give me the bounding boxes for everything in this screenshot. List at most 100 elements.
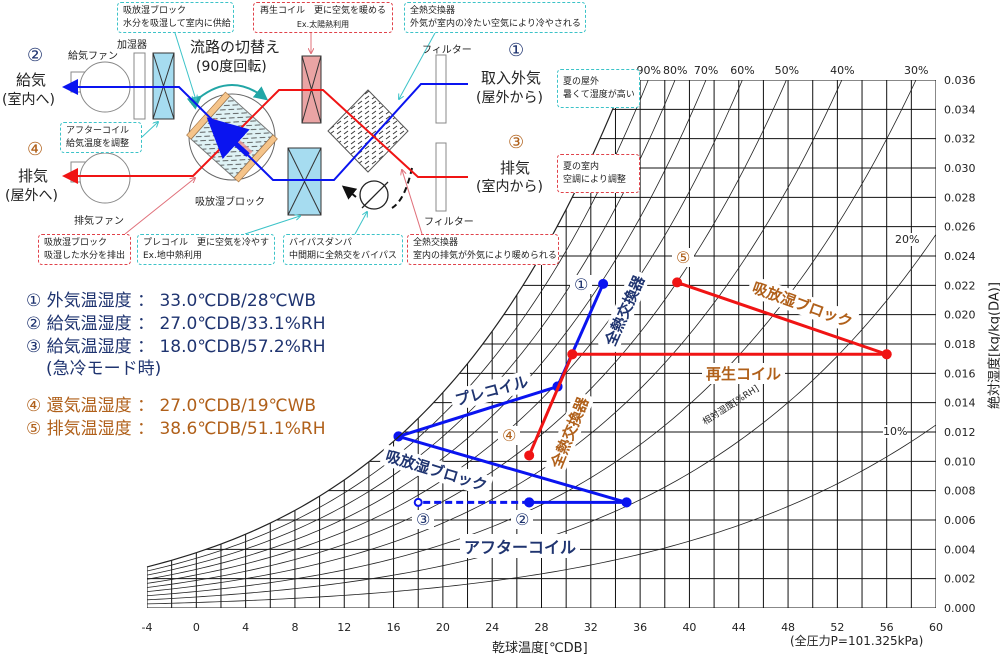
y-tick-label: 0.012 bbox=[944, 426, 976, 439]
switch-title: 流路の切替え bbox=[190, 38, 281, 56]
intake-num: ① bbox=[508, 40, 525, 61]
exhaust-fan-icon bbox=[70, 152, 131, 204]
wheel-flow-arrow-icon bbox=[206, 117, 250, 159]
callout-desiccant-supply: 吸放湿ブロック水分を吸湿して室内に供給 bbox=[117, 2, 234, 33]
x-tick-label: 52 bbox=[830, 621, 844, 634]
exhaust-process-line bbox=[676, 280, 888, 356]
exhaust-state-point bbox=[567, 349, 578, 360]
filter-bottom-label: フィルター bbox=[424, 217, 474, 228]
supply-sub: (室内へ) bbox=[2, 92, 55, 108]
point-label-3: ③ bbox=[412, 510, 435, 529]
supply-state-point bbox=[621, 497, 632, 508]
x-tick-label: 28 bbox=[535, 621, 549, 634]
x-tick-label: 20 bbox=[436, 621, 450, 634]
y-tick-label: 0.022 bbox=[944, 279, 976, 292]
rh-label-10: 10% bbox=[883, 425, 908, 438]
x-tick-label: 12 bbox=[337, 621, 351, 634]
callout-summer-indoor: 夏の室内空調により調整 bbox=[557, 154, 640, 193]
filter-top-label: フィルター bbox=[422, 45, 472, 56]
intake-label: 取入外気 bbox=[481, 69, 542, 87]
y-axis-title: 絶対湿度[kg/kg(DA)] bbox=[987, 282, 1000, 409]
exhaust-num: ④ bbox=[27, 139, 44, 160]
y-tick-label: 0.010 bbox=[944, 455, 976, 468]
x-tick-label: 8 bbox=[291, 621, 298, 634]
y-tick-label: 0.004 bbox=[944, 543, 976, 556]
legend-item-3: ③ 給気温湿度 ： 18.0℃DB/57.2%RH bbox=[26, 337, 326, 357]
x-axis-title: 乾球温度[℃DB] bbox=[492, 641, 588, 656]
rotation-arrow-icon bbox=[186, 84, 269, 110]
x-tick-label: 60 bbox=[929, 621, 943, 634]
label-regen-coil: 再生コイル bbox=[702, 363, 786, 384]
y-tick-label: 0.006 bbox=[944, 514, 976, 527]
x-tick-label: 56 bbox=[880, 621, 894, 634]
callout-bypass-damper: バイパスダンパ中間期に全熱交をバイパス bbox=[283, 234, 403, 265]
legend-note: (急冷モード時) bbox=[46, 359, 162, 379]
rh-curve-10 bbox=[147, 424, 936, 605]
supply-num: ② bbox=[27, 45, 44, 66]
y-tick-label: 0.036 bbox=[944, 74, 976, 87]
x-tick-label: 36 bbox=[633, 621, 647, 634]
rh-label-80: 80% bbox=[663, 64, 687, 77]
x-tick-label: -4 bbox=[142, 621, 153, 634]
callout-after-coil: アフターコイル給気温度を調整 bbox=[60, 122, 142, 153]
exhaust-state-point bbox=[881, 349, 892, 360]
supply-fan-label: 給気ファン bbox=[68, 51, 118, 62]
rh-label-40: 40% bbox=[830, 64, 854, 77]
y-tick-label: 0.020 bbox=[944, 309, 976, 322]
y-tick-label: 0.018 bbox=[944, 338, 976, 351]
rh-label-50: 50% bbox=[775, 64, 799, 77]
pressure-note: (全圧力P=101.325kPa) bbox=[790, 634, 924, 648]
x-tick-label: 24 bbox=[485, 621, 499, 634]
legend-item-4: ④ 還気温湿度 ： 27.0℃DB/19℃WB bbox=[26, 396, 317, 416]
point-label-1: ① bbox=[570, 275, 593, 294]
exhaust-label: 排気 bbox=[18, 167, 49, 185]
x-tick-label: 40 bbox=[682, 621, 696, 634]
exhaust-fan-label: 排気ファン bbox=[74, 216, 124, 227]
point-label-4: ④ bbox=[498, 426, 521, 445]
rh-label-70: 70% bbox=[694, 64, 718, 77]
callout-summer-outdoor: 夏の屋外暑くて湿度が高い bbox=[557, 69, 640, 108]
humidifier-label: 加湿器 bbox=[117, 40, 147, 51]
rh-label-20: 20% bbox=[895, 233, 920, 246]
supply-process-line bbox=[398, 385, 558, 438]
legend-item-5: ⑤ 排気温湿度 ： 38.6℃DB/51.1%RH bbox=[26, 419, 326, 439]
supply-label: 給気 bbox=[16, 71, 47, 89]
point-label-2: ② bbox=[511, 510, 534, 529]
return-label: 排気 bbox=[500, 159, 531, 177]
y-tick-label: 0.008 bbox=[944, 485, 976, 498]
y-tick-label: 0.032 bbox=[944, 133, 976, 146]
y-tick-label: 0.034 bbox=[944, 103, 976, 116]
y-tick-label: 0.016 bbox=[944, 367, 976, 380]
switch-subtitle: (90度回転) bbox=[196, 59, 267, 75]
legend-item-1: ① 外気温湿度 ： 33.0℃DB/28℃WB bbox=[26, 291, 317, 311]
y-tick-label: 0.024 bbox=[944, 250, 976, 263]
return-sub: (室内から) bbox=[476, 179, 543, 195]
desiccant-block-label: 吸放湿ブロック bbox=[195, 197, 265, 208]
bypass-damper-icon bbox=[341, 167, 413, 210]
x-tick-label: 0 bbox=[193, 621, 200, 634]
exhaust-state-point bbox=[672, 277, 683, 288]
filter-top-icon bbox=[435, 54, 447, 124]
exhaust-sub: (屋外へ) bbox=[5, 188, 58, 204]
rh-label-90: 90% bbox=[637, 64, 661, 77]
callout-desiccant-exhaust: 吸放湿ブロック吸湿した水分を排出 bbox=[38, 234, 131, 265]
exhaust-process-line bbox=[527, 353, 574, 457]
x-tick-label: 16 bbox=[387, 621, 401, 634]
y-tick-label: 0.030 bbox=[944, 162, 976, 175]
y-tick-label: 0.026 bbox=[944, 221, 976, 234]
point-label-5: ⑤ bbox=[672, 248, 695, 267]
supply-state-point bbox=[598, 278, 609, 289]
y-tick-label: 0.000 bbox=[944, 602, 976, 615]
rh-label-60: 60% bbox=[730, 64, 754, 77]
x-tick-label: 4 bbox=[242, 621, 249, 634]
x-tick-label: 32 bbox=[584, 621, 598, 634]
callout-hx-bottom: 全熱交換器室内の排気が外気により暖められる bbox=[407, 234, 559, 265]
rh-label-30: 30% bbox=[904, 64, 928, 77]
supply-state-point bbox=[524, 497, 535, 508]
x-tick-label: 48 bbox=[781, 621, 795, 634]
